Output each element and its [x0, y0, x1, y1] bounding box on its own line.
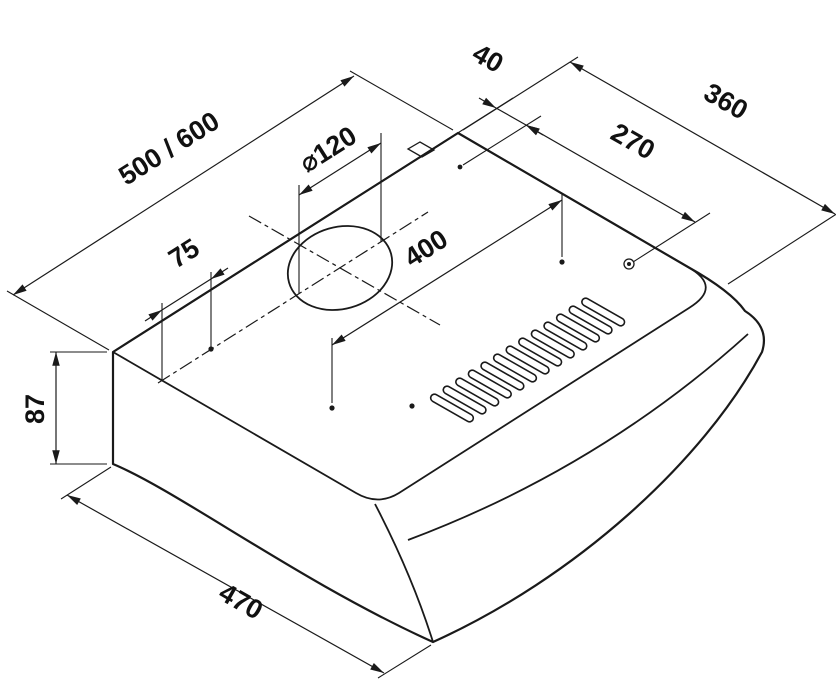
front-panel-contour	[407, 333, 749, 541]
dim-mount-spacing-label: 270	[606, 117, 660, 165]
dim-width-label: 500 / 600	[113, 106, 224, 192]
dim-top-depth-label: 360	[699, 77, 753, 125]
screw-hole-dot	[409, 403, 415, 409]
dim-mount-offset-label: 40	[467, 38, 508, 79]
screw-hole-dot	[559, 259, 565, 265]
dim-rear-height: 87	[20, 351, 107, 465]
keyhole-dot	[627, 262, 631, 266]
hood-body	[111, 131, 766, 644]
screw-hole-dot	[329, 405, 335, 411]
hook-hole-dot	[457, 164, 463, 170]
keyhole-ring	[623, 258, 635, 270]
mounting-hook	[406, 141, 436, 158]
dim-bottom-depth-label: 470	[214, 577, 268, 625]
hood-silhouette	[111, 131, 766, 644]
dim-mount-offset: 40	[433, 38, 544, 149]
dim-duct-diameter-label: ⌀120	[294, 120, 362, 178]
dim-duct-offset-label: 75	[163, 233, 204, 274]
dim-rear-height-label: 87	[20, 394, 50, 424]
